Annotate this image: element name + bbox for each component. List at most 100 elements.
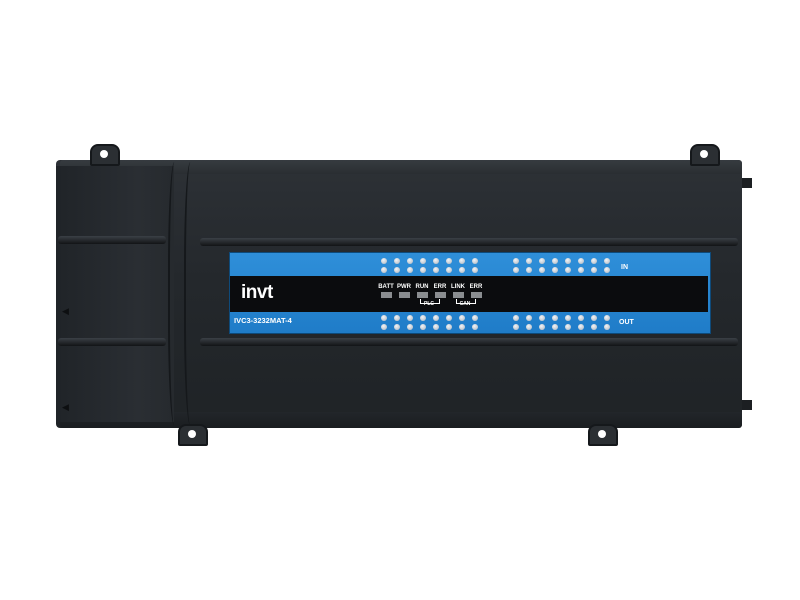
io-indicator-dot xyxy=(565,324,571,330)
io-indicator-dot xyxy=(565,315,571,321)
mounting-tab xyxy=(178,424,208,446)
io-indicator-dot xyxy=(446,258,452,264)
mounting-tab xyxy=(690,144,720,166)
io-indicator-dot xyxy=(420,258,426,264)
output-label: OUT xyxy=(619,319,634,326)
status-led xyxy=(417,292,428,298)
io-indicator-dot xyxy=(394,267,400,273)
io-indicator-dot xyxy=(578,324,584,330)
io-indicator-dot xyxy=(526,267,532,273)
status-led xyxy=(435,292,446,298)
led-label-err: ERR xyxy=(433,284,447,290)
status-led xyxy=(381,292,392,298)
io-indicator-dot xyxy=(459,267,465,273)
io-indicator-dot xyxy=(407,258,413,264)
io-indicator-dot xyxy=(513,258,519,264)
io-indicator-dot xyxy=(420,267,426,273)
io-indicator-dot xyxy=(591,258,597,264)
io-indicator-dot xyxy=(394,258,400,264)
io-indicator-dot xyxy=(420,324,426,330)
io-indicator-dot xyxy=(433,267,439,273)
io-indicator-dot xyxy=(433,258,439,264)
io-indicator-dot xyxy=(591,324,597,330)
led-label-link: LINK xyxy=(451,284,465,290)
terminal-rail xyxy=(58,338,166,346)
led-group-bracket xyxy=(420,299,440,304)
io-indicator-dot xyxy=(539,267,545,273)
mounting-tab xyxy=(90,144,120,166)
io-indicator-dot xyxy=(394,315,400,321)
led-group-plc: PLC xyxy=(424,301,434,307)
io-indicator-dot xyxy=(446,267,452,273)
led-group-can: CAN xyxy=(459,301,471,307)
io-indicator-dot xyxy=(578,258,584,264)
io-indicator-dot xyxy=(539,324,545,330)
terminal-rail xyxy=(200,238,738,246)
arrow-icon: ◀ xyxy=(62,402,69,412)
side-clip xyxy=(742,178,752,188)
housing-bottom-edge xyxy=(60,412,742,428)
io-indicator-dot xyxy=(381,324,387,330)
io-indicator-dot xyxy=(552,315,558,321)
model-number: IVC3-3232MAT-4 xyxy=(234,316,292,325)
led-label-pwr: PWR xyxy=(397,284,411,290)
io-indicator-dot xyxy=(513,267,519,273)
io-indicator-dot xyxy=(381,267,387,273)
io-indicator-dot xyxy=(578,267,584,273)
terminal-rail xyxy=(58,236,166,244)
status-led xyxy=(471,292,482,298)
led-group-bracket xyxy=(456,299,476,304)
io-indicator-dot xyxy=(459,315,465,321)
io-indicator-dot xyxy=(407,315,413,321)
io-indicator-dot xyxy=(552,258,558,264)
io-indicator-dot xyxy=(604,315,610,321)
io-indicator-dot xyxy=(394,324,400,330)
io-indicator-dot xyxy=(446,315,452,321)
left-terminal-cover xyxy=(56,166,174,422)
io-indicator-dot xyxy=(446,324,452,330)
housing-top-edge xyxy=(60,160,742,174)
io-indicator-dot xyxy=(381,258,387,264)
io-indicator-dot xyxy=(552,267,558,273)
io-indicator-dot xyxy=(539,258,545,264)
arrow-icon: ◀ xyxy=(62,306,69,316)
status-led xyxy=(399,292,410,298)
io-indicator-dot xyxy=(591,315,597,321)
io-indicator-dot xyxy=(526,258,532,264)
io-indicator-dot xyxy=(578,315,584,321)
io-indicator-dot xyxy=(472,267,478,273)
mounting-tab xyxy=(588,424,618,446)
io-indicator-dot xyxy=(433,324,439,330)
side-clip xyxy=(742,400,752,410)
io-indicator-dot xyxy=(433,315,439,321)
io-indicator-dot xyxy=(539,315,545,321)
io-indicator-dot xyxy=(381,315,387,321)
io-indicator-dot xyxy=(407,267,413,273)
io-indicator-dot xyxy=(459,324,465,330)
io-indicator-dot xyxy=(472,258,478,264)
led-label-batt: BATT xyxy=(378,284,394,290)
io-indicator-dot xyxy=(526,324,532,330)
io-indicator-dot xyxy=(591,267,597,273)
led-label-run: RUN xyxy=(415,284,429,290)
status-led xyxy=(453,292,464,298)
cover-seam xyxy=(168,162,184,426)
io-indicator-dot xyxy=(565,258,571,264)
io-indicator-dot xyxy=(552,324,558,330)
io-indicator-dot xyxy=(513,324,519,330)
brand-logo: invt xyxy=(241,282,273,303)
terminal-rail xyxy=(200,338,738,346)
label-band xyxy=(230,276,708,312)
io-indicator-dot xyxy=(420,315,426,321)
cover-seam xyxy=(184,162,200,426)
led-label-err-can: ERR xyxy=(469,284,483,290)
io-indicator-dot xyxy=(472,315,478,321)
io-indicator-dot xyxy=(604,258,610,264)
io-indicator-dot xyxy=(407,324,413,330)
input-label: IN xyxy=(621,264,628,271)
io-indicator-dot xyxy=(526,315,532,321)
io-indicator-dot xyxy=(565,267,571,273)
io-indicator-dot xyxy=(604,267,610,273)
io-indicator-dot xyxy=(472,324,478,330)
